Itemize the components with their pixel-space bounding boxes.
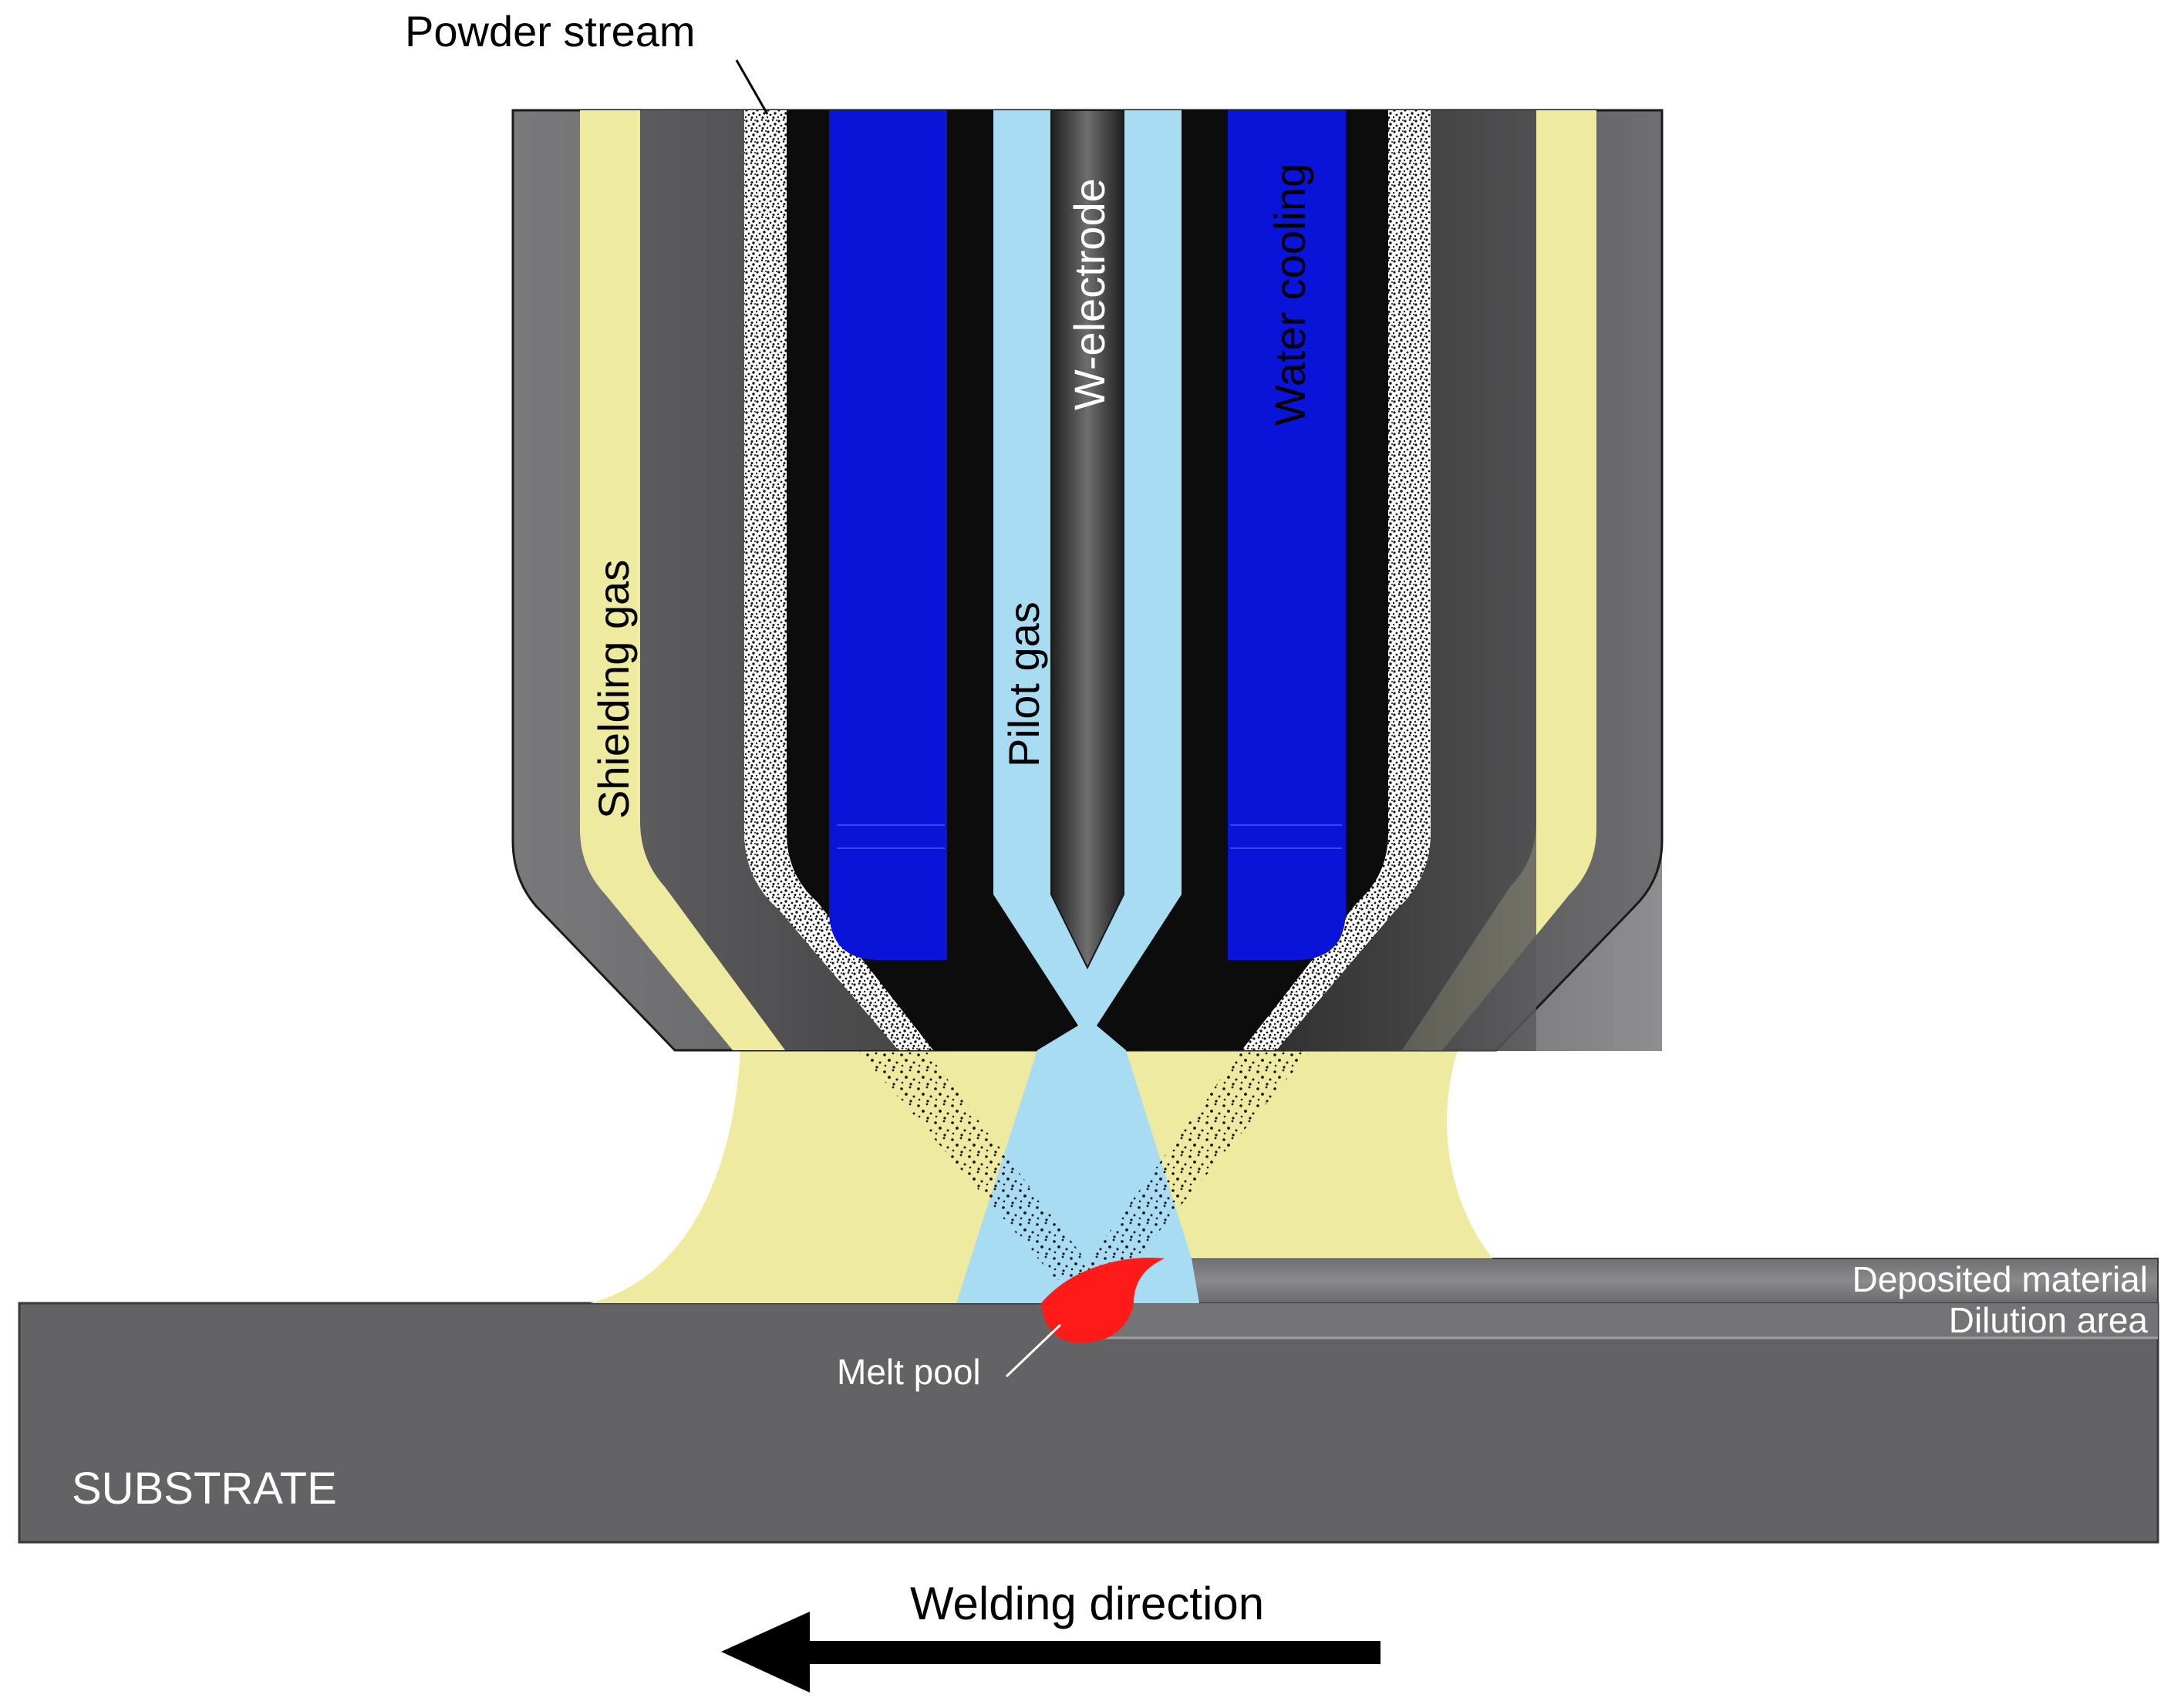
- deposited-material-layer: [1106, 1258, 2159, 1304]
- melt-pool: [1041, 1258, 1165, 1343]
- substrate-block: [18, 1302, 2159, 1544]
- label-deposited-material: Deposited material: [1852, 1259, 2148, 1299]
- water-cooling-channel-right: [1228, 110, 1346, 960]
- welding-direction-arrow: [721, 1612, 1380, 1693]
- powder-stream-leader: [735, 59, 769, 115]
- label-w-electrode: W-electrode: [1065, 178, 1114, 410]
- powder-spray-left: [858, 1050, 1095, 1280]
- label-powder-stream: Powder stream: [405, 7, 696, 56]
- melt-pool-leader: [1005, 1323, 1062, 1378]
- label-shielding-gas: Shielding gas: [589, 560, 638, 819]
- w-electrode: [1050, 109, 1124, 970]
- label-welding-direction: Welding direction: [910, 1578, 1264, 1629]
- label-pilot-gas: Pilot gas: [1000, 601, 1048, 767]
- powder-spray-right: [1080, 1050, 1311, 1280]
- label-melt-pool: Melt pool: [837, 1352, 981, 1392]
- water-cooling-channel-left: [829, 110, 947, 960]
- label-dilution-area: Dilution area: [1949, 1300, 2149, 1340]
- label-substrate: SUBSTRATE: [72, 1464, 337, 1514]
- dilution-area-band: [1080, 1303, 2158, 1338]
- label-water-cooling: Water cooling: [1266, 163, 1314, 426]
